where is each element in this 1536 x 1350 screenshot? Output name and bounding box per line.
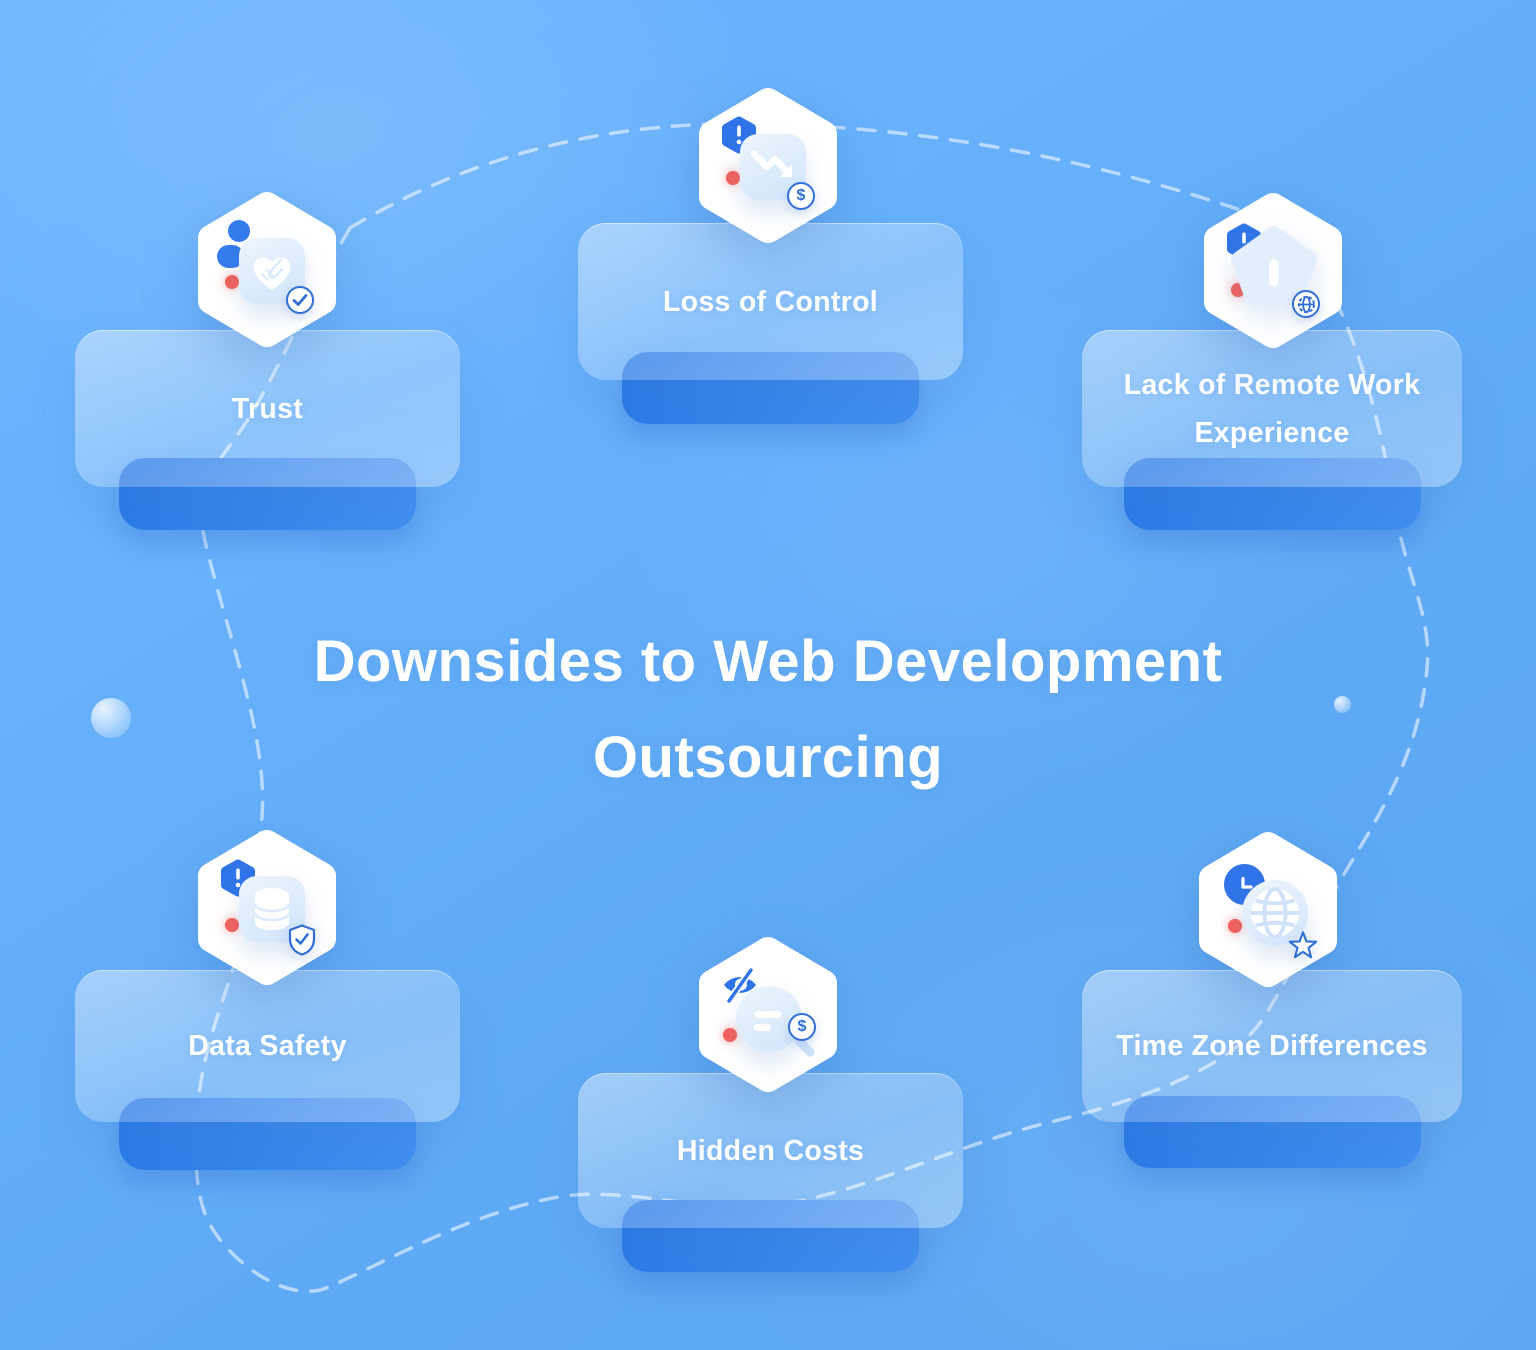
card-label-trust: Trust bbox=[231, 392, 304, 425]
card-label-loss-of-control: Loss of Control bbox=[662, 285, 879, 318]
decorative-bubble-large bbox=[91, 698, 131, 738]
card-hidden-costs: Hidden Costs bbox=[578, 1073, 963, 1228]
accent-bar-lack-remote-experience bbox=[1124, 458, 1421, 530]
card-data-safety: Data Safety bbox=[75, 970, 460, 1122]
shield-check-icon bbox=[288, 924, 316, 956]
handshake-icon bbox=[253, 257, 291, 290]
shield-pentagon-icon bbox=[1231, 226, 1317, 305]
eye-off-icon bbox=[724, 968, 756, 1004]
globe-tile bbox=[1242, 880, 1308, 946]
accent-bar-time-zone bbox=[1124, 1096, 1421, 1168]
dollar-circle-icon: $ bbox=[788, 1013, 816, 1041]
alert-dot bbox=[225, 918, 239, 932]
hexagon-time-zone bbox=[1190, 822, 1346, 997]
hexagon-loss-of-control: $ bbox=[690, 78, 846, 253]
card-label-lack-remote-experience: Lack of Remote Work Experience bbox=[1123, 368, 1421, 449]
card-time-zone: Time Zone Differences bbox=[1082, 970, 1462, 1122]
magnifier-text-line bbox=[754, 1011, 781, 1018]
trend-down-icon bbox=[751, 150, 792, 177]
accent-bar-data-safety bbox=[119, 1098, 416, 1170]
card-label-data-safety: Data Safety bbox=[188, 1030, 347, 1062]
accent-bar-loss-of-control bbox=[622, 352, 919, 424]
database-icon bbox=[253, 888, 291, 930]
globe-circle-icon bbox=[1292, 290, 1320, 318]
card-label-hidden-costs: Hidden Costs bbox=[676, 1134, 865, 1167]
card-lack-remote-experience: Lack of Remote Work Experience bbox=[1082, 330, 1462, 487]
title-line-2: Outsourcing bbox=[592, 725, 944, 790]
accent-bar-hidden-costs bbox=[622, 1200, 919, 1272]
dollar-glyph: $ bbox=[796, 187, 806, 204]
person-icon bbox=[217, 220, 250, 268]
card-loss-of-control: Loss of Control bbox=[578, 223, 963, 380]
dollar-circle-icon: $ bbox=[787, 182, 815, 210]
globe-icon bbox=[1251, 887, 1299, 939]
decorative-bubble-small bbox=[1334, 696, 1351, 713]
alert-dot bbox=[1228, 919, 1242, 933]
page-title: Downsides to Web Development Outsourcing bbox=[0, 614, 1536, 806]
hexagon-lack-remote-experience bbox=[1195, 183, 1351, 358]
alert-dot bbox=[225, 275, 239, 289]
magnifier-text-line bbox=[754, 1024, 771, 1031]
title-line-1: Downsides to Web Development bbox=[313, 629, 1223, 694]
dollar-glyph: $ bbox=[797, 1018, 807, 1035]
hexagon-trust bbox=[189, 182, 345, 357]
alert-dot bbox=[723, 1028, 737, 1042]
alert-dot bbox=[726, 171, 740, 185]
star-icon bbox=[1288, 931, 1318, 959]
hexagon-data-safety bbox=[189, 820, 345, 995]
accent-bar-trust bbox=[119, 458, 416, 530]
check-circle-icon bbox=[286, 286, 314, 314]
hexagon-hidden-costs: $ bbox=[690, 927, 846, 1102]
card-label-time-zone: Time Zone Differences bbox=[1116, 1030, 1428, 1062]
card-trust: Trust bbox=[75, 330, 460, 487]
